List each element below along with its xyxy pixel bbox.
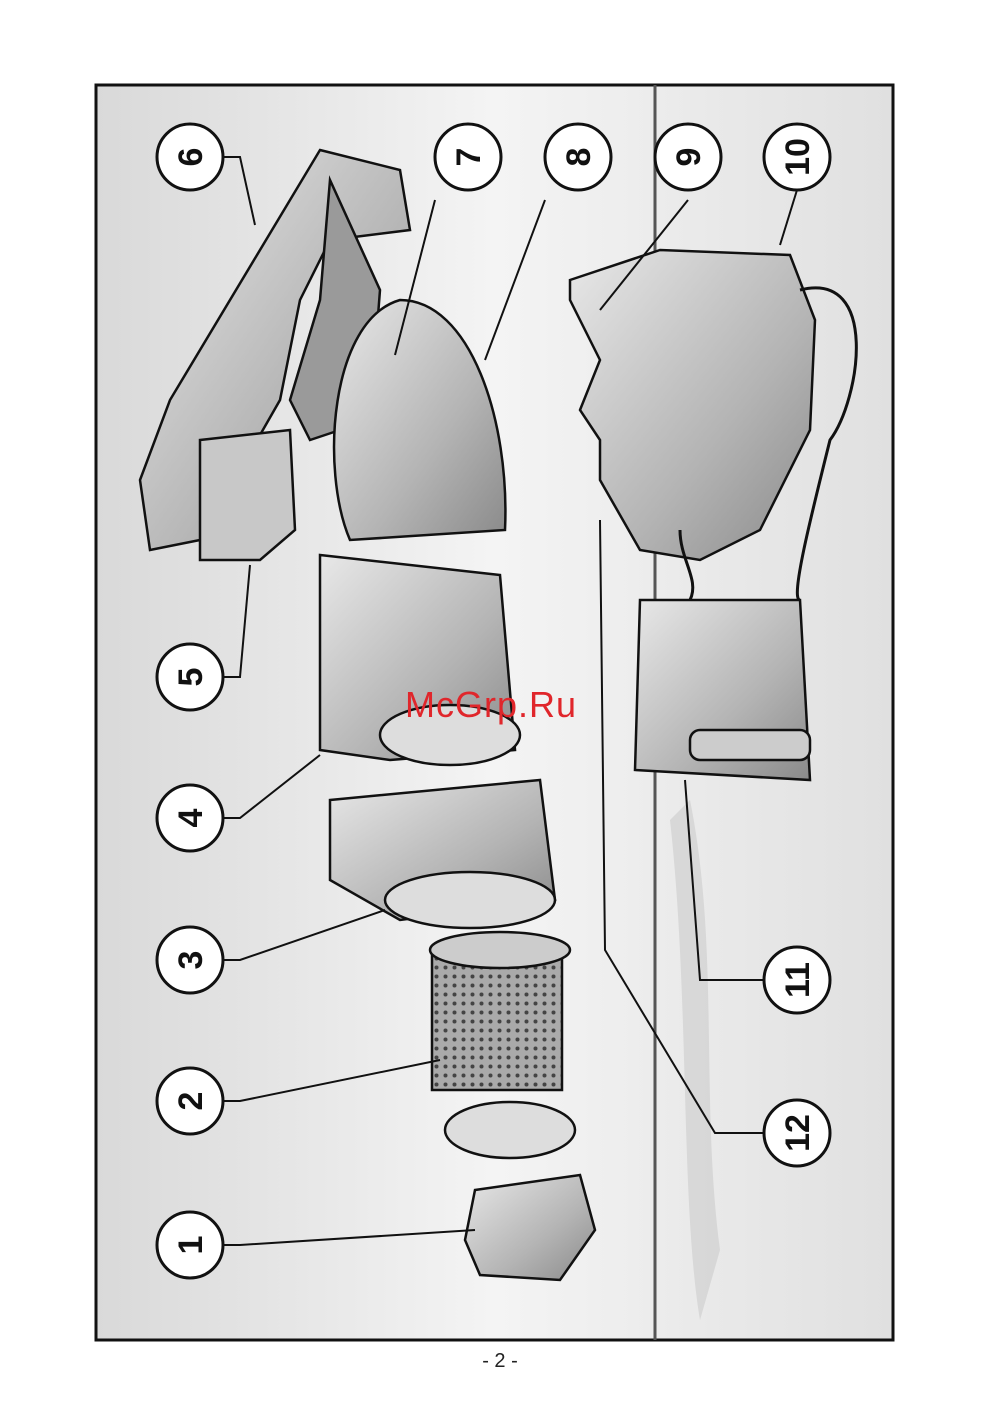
callout-circle xyxy=(155,925,225,995)
callout-circle xyxy=(433,122,503,192)
callout-circle xyxy=(155,1066,225,1136)
callout-number: 3 xyxy=(172,951,210,970)
part-3-filter-holder xyxy=(328,778,557,930)
callout-number: 2 xyxy=(172,1092,210,1111)
callout-number: 9 xyxy=(670,148,708,167)
callout-circle xyxy=(762,122,832,192)
callout-1: 1 xyxy=(155,1210,225,1280)
page-number: - 2 - xyxy=(482,1350,518,1372)
shadow xyxy=(670,800,720,1320)
callout-9: 9 xyxy=(653,122,723,192)
callout-circle xyxy=(155,783,225,853)
callout-number: 11 xyxy=(779,962,817,998)
part-10-charging-base xyxy=(568,248,817,562)
callout-8: 8 xyxy=(543,122,613,192)
callout-circle xyxy=(155,1210,225,1280)
part-11-adapter xyxy=(633,598,812,782)
callout-number: 10 xyxy=(779,138,817,176)
callout-10: 10 xyxy=(762,122,832,192)
callout-12: 12 xyxy=(762,1098,832,1168)
callout-7: 7 xyxy=(433,122,503,192)
callout-4: 4 xyxy=(155,783,225,853)
callout-number: 6 xyxy=(172,148,210,167)
callout-number: 12 xyxy=(779,1114,817,1152)
part-4-nozzle xyxy=(318,553,522,767)
leader-lines xyxy=(223,156,798,1246)
watermark: McGrp.Ru xyxy=(405,684,578,725)
callout-circle xyxy=(762,1098,832,1168)
cable xyxy=(795,286,858,602)
callout-circle xyxy=(762,945,832,1015)
part-1-cap xyxy=(463,1173,597,1282)
callout-circle xyxy=(653,122,723,192)
part-2-filter xyxy=(428,930,577,1160)
callout-circle xyxy=(155,122,225,192)
callout-circle xyxy=(155,642,225,712)
callout-number: 8 xyxy=(560,148,598,167)
callout-2: 2 xyxy=(155,1066,225,1136)
callout-number: 7 xyxy=(450,148,488,167)
callout-number: 5 xyxy=(172,668,210,687)
part-8-container xyxy=(332,298,507,542)
callout-11: 11 xyxy=(762,945,832,1015)
part-5-clip xyxy=(198,428,297,562)
callout-circle xyxy=(543,122,613,192)
callout-6: 6 xyxy=(155,122,225,192)
callout-5: 5 xyxy=(155,642,225,712)
callout-number: 1 xyxy=(172,1236,210,1255)
callout-number: 4 xyxy=(172,808,210,827)
callout-3: 3 xyxy=(155,925,225,995)
